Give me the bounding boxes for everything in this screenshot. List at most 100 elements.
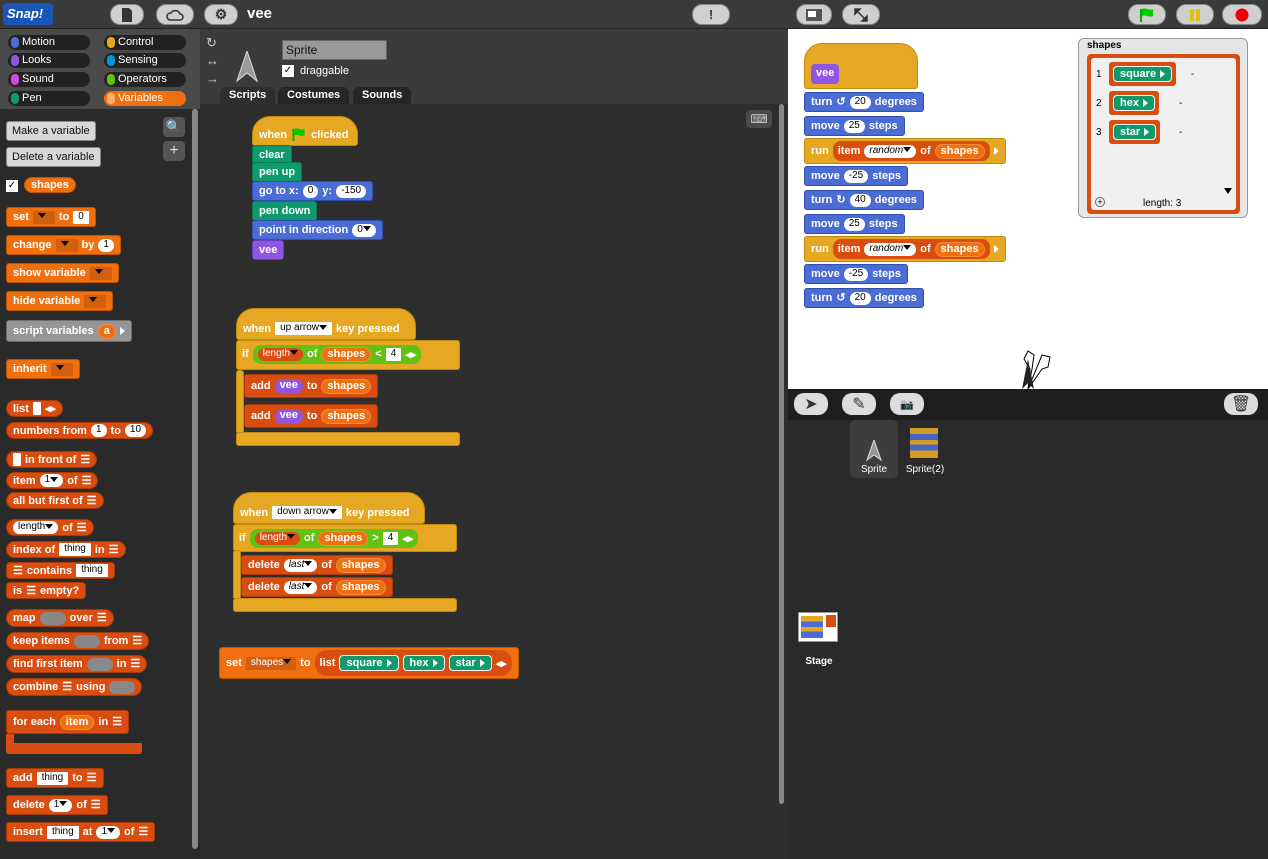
ring-hex[interactable]: hex — [1113, 95, 1155, 111]
category-sensing[interactable]: Sensing — [104, 53, 186, 68]
search-blocks-button[interactable]: 🔍 — [163, 117, 185, 137]
scripts-scrollbar[interactable] — [779, 104, 784, 804]
ring-square[interactable]: square — [339, 655, 399, 671]
add-block-button[interactable]: + — [163, 141, 185, 161]
script-var-a[interactable]: a — [97, 323, 116, 339]
normal-stage-button[interactable] — [796, 4, 832, 25]
category-operators[interactable]: Operators — [104, 72, 186, 87]
vee-reporter[interactable]: vee — [274, 408, 303, 424]
presentation-mode-button[interactable] — [842, 4, 880, 25]
value-slot[interactable]: thing — [59, 543, 91, 556]
shapes-variable[interactable]: shapes — [321, 346, 372, 362]
key-dropdown[interactable]: up arrow — [275, 322, 333, 335]
list-reporter[interactable]: list square hex star ◂▸ — [314, 650, 512, 676]
value-slot[interactable]: thing — [36, 771, 69, 785]
trash-button[interactable]: 🗑 — [1224, 393, 1258, 415]
x-slot[interactable]: 0 — [302, 184, 319, 198]
sprite-icon-selected[interactable]: Sprite — [850, 420, 898, 478]
stage-mode-button[interactable]: ! — [692, 4, 730, 25]
y-slot[interactable]: -150 — [336, 184, 367, 198]
add-turtle-sprite-button[interactable]: ➤ — [794, 393, 828, 415]
tab-costumes[interactable]: Costumes — [278, 87, 350, 104]
when-key-pressed-hat[interactable]: when up arrow key pressed — [236, 308, 416, 340]
vee-prototype[interactable]: vee — [811, 64, 840, 84]
palette-scrollbar[interactable] — [192, 109, 198, 849]
is-empty-predicate[interactable]: is☰empty? — [6, 582, 87, 599]
all-but-first-reporter[interactable]: all but first of☰ — [6, 492, 104, 509]
scroll-down-icon[interactable] — [1224, 188, 1232, 194]
stop-button[interactable] — [1222, 4, 1262, 25]
shapes-variable[interactable]: shapes — [934, 143, 985, 159]
file-button[interactable] — [110, 4, 144, 25]
ring-star[interactable]: star — [448, 655, 492, 671]
green-flag-button[interactable] — [1128, 4, 1166, 25]
sprite-icon[interactable]: Sprite(2) — [900, 426, 950, 482]
vee-reporter[interactable]: vee — [274, 378, 303, 394]
tab-sounds[interactable]: Sounds — [353, 87, 412, 104]
random-dropdown[interactable]: random — [864, 242, 917, 256]
delete-variable-button[interactable]: Delete a variable — [6, 147, 101, 167]
length-dropdown[interactable]: length — [257, 347, 303, 361]
ring-star[interactable]: star — [1113, 124, 1157, 140]
upvar-item[interactable]: item — [59, 714, 95, 730]
random-dropdown[interactable]: random — [864, 144, 917, 158]
value-slot[interactable]: 4 — [385, 347, 402, 361]
make-variable-button[interactable]: Make a variable — [6, 121, 96, 141]
shapes-variable[interactable]: shapes — [321, 378, 372, 394]
value-slot[interactable]: 20 — [849, 291, 871, 305]
when-key-pressed-hat[interactable]: when down arrow key pressed — [233, 492, 425, 524]
combine-reporter[interactable]: combine☰using — [6, 678, 143, 696]
length-dropdown[interactable]: length — [13, 521, 59, 534]
value-slot[interactable]: 25 — [843, 217, 865, 231]
shapes-variable[interactable]: shapes — [321, 408, 372, 424]
rotate-all-icon[interactable]: ↻ — [206, 35, 217, 50]
value-slot[interactable]: 25 — [843, 119, 865, 133]
length-dropdown[interactable]: length — [254, 531, 300, 545]
ring-square[interactable]: square — [1113, 66, 1173, 82]
value-slot[interactable]: thing — [46, 825, 79, 839]
variable-watcher-checkbox[interactable]: ✓ — [6, 180, 18, 192]
vee-custom-block[interactable]: vee — [252, 240, 285, 260]
value-slot[interactable]: 1 — [90, 424, 107, 437]
value-slot[interactable]: 0 — [73, 210, 89, 224]
ring-hex[interactable]: hex — [402, 655, 445, 671]
set-shapes-to-list-block[interactable]: set shapes to list square hex star ◂▸ — [219, 647, 519, 679]
sprite-name-input[interactable]: Sprite — [282, 40, 387, 60]
category-motion[interactable]: Motion — [8, 35, 90, 50]
camera-sprite-button[interactable]: 📷 — [890, 393, 924, 415]
variable-dropdown[interactable]: shapes — [245, 656, 297, 670]
value-slot[interactable]: -25 — [843, 267, 869, 281]
when-flag-clicked-hat[interactable]: when clicked — [252, 116, 358, 146]
value-slot[interactable]: 1 — [39, 474, 64, 487]
variable-watcher-shapes[interactable]: shapes 1 square - 2 hex - 3 star - + len… — [1078, 38, 1248, 218]
draggable-checkbox[interactable]: ✓ — [282, 65, 294, 77]
key-dropdown[interactable]: down arrow — [272, 506, 342, 519]
snap-logo[interactable]: Snap! — [3, 3, 53, 25]
category-pen[interactable]: Pen — [8, 91, 90, 106]
pen-up-block[interactable]: pen up — [252, 162, 303, 182]
less-than-predicate[interactable]: length of shapes < 4 ◂▸ — [252, 344, 422, 364]
variable-shapes-reporter[interactable]: shapes — [24, 177, 76, 193]
